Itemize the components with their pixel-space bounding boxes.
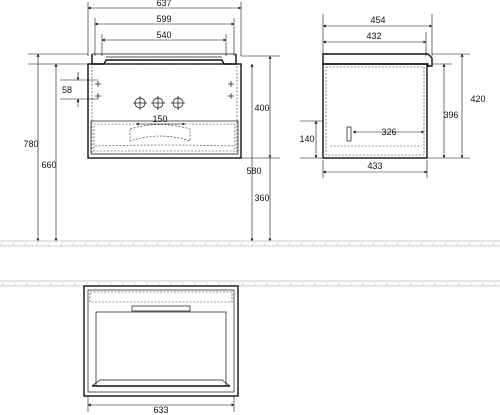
dim-depth-top: 432 (366, 31, 381, 41)
dim-width-inner: 633 (153, 405, 168, 415)
dim-width-overall: 637 (156, 0, 171, 8)
dim-width-top: 599 (156, 14, 171, 24)
drawer-front (90, 120, 239, 155)
dim-height-mid: 580 (246, 166, 261, 176)
mounting-point-right (228, 81, 234, 99)
dim-height-body: 400 (254, 103, 269, 113)
dim-height-inner: 396 (443, 110, 458, 120)
side-view: 454 432 326 140 433 420 396 (299, 14, 486, 178)
dim-height-total: 780 (23, 139, 38, 149)
dim-drawer-height: 140 (299, 134, 314, 144)
floor-line-upper (0, 240, 500, 247)
top-view: 633 (83, 285, 239, 415)
dim-siphon-spacing: 150 (152, 114, 167, 124)
dim-drawer-depth: 326 (381, 127, 396, 137)
dim-height-outer: 420 (470, 94, 485, 104)
siphon-connections (133, 96, 185, 110)
floor-line-lower (0, 280, 500, 287)
dim-offset-left: 58 (62, 85, 72, 95)
dim-height-leg: 360 (254, 193, 269, 203)
mounting-point-left (95, 81, 101, 99)
front-view: 637 599 540 (23, 0, 280, 242)
dim-width-drawer: 540 (156, 30, 171, 40)
dim-height-floor: 660 (41, 160, 56, 170)
dim-depth-overall: 454 (370, 15, 385, 25)
dim-depth-bottom: 433 (367, 161, 382, 171)
